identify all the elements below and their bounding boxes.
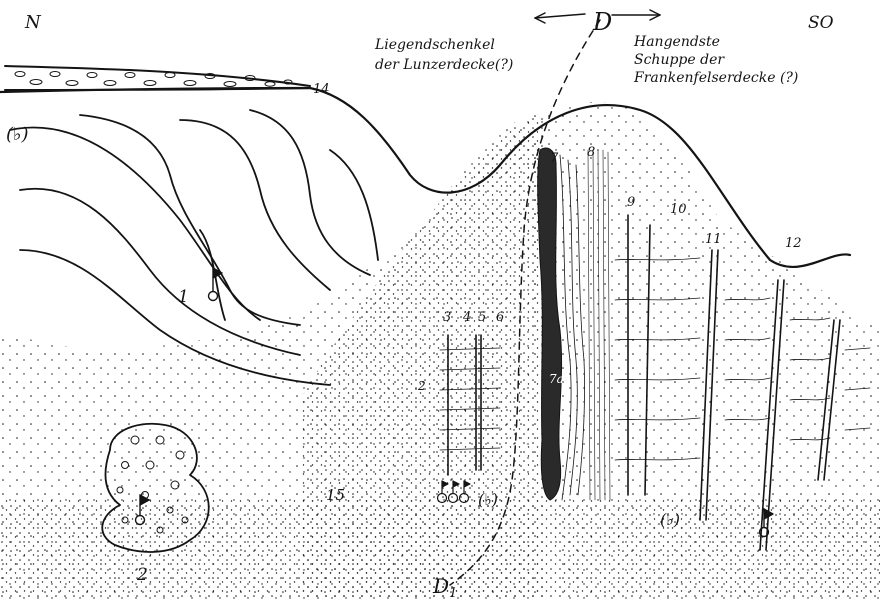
label-fault-bottom: D (432, 574, 449, 598)
label-fault-bottom-sub: 1 (449, 586, 457, 599)
layer-12: 12 (785, 236, 802, 251)
caption-left-1: Liegendschenkel (374, 37, 495, 53)
fossil-bracket-right: (♭) (660, 510, 680, 529)
label-fault-top: D (592, 8, 612, 36)
fossil-flag-1 (209, 268, 223, 301)
layer-5: 5 (478, 310, 486, 325)
fossil-bracket-mid: (♭) (478, 490, 498, 509)
fossil-bracket-left: (♭) (6, 124, 29, 145)
layer-4: 4 (462, 310, 471, 325)
layer-10: 10 (670, 202, 687, 217)
layer-3: 3 (443, 310, 451, 325)
layer-14: 14 (313, 82, 330, 97)
layer-11: 11 (705, 232, 722, 247)
layer-2-small: 2 (417, 379, 426, 393)
caption-left-2: der Lunzerdecke(?) (375, 57, 513, 73)
layer-7a: 7a (549, 372, 564, 386)
layer-15: 15 (326, 486, 345, 504)
label-southeast: SO (808, 13, 834, 33)
layer-8: 8 (587, 145, 595, 160)
layer-7: 7 (550, 151, 559, 166)
caption-right-3: Frankenfelserdecke (?) (633, 70, 798, 86)
layer-9: 9 (627, 195, 635, 210)
caption-right-2: Schuppe der (634, 52, 725, 68)
layer-6: 6 (496, 310, 504, 325)
layer-2: 2 (136, 565, 148, 585)
caption-right-1: Hangendste (633, 34, 720, 50)
layer-1: 1 (178, 287, 189, 307)
label-north: N (24, 12, 42, 33)
